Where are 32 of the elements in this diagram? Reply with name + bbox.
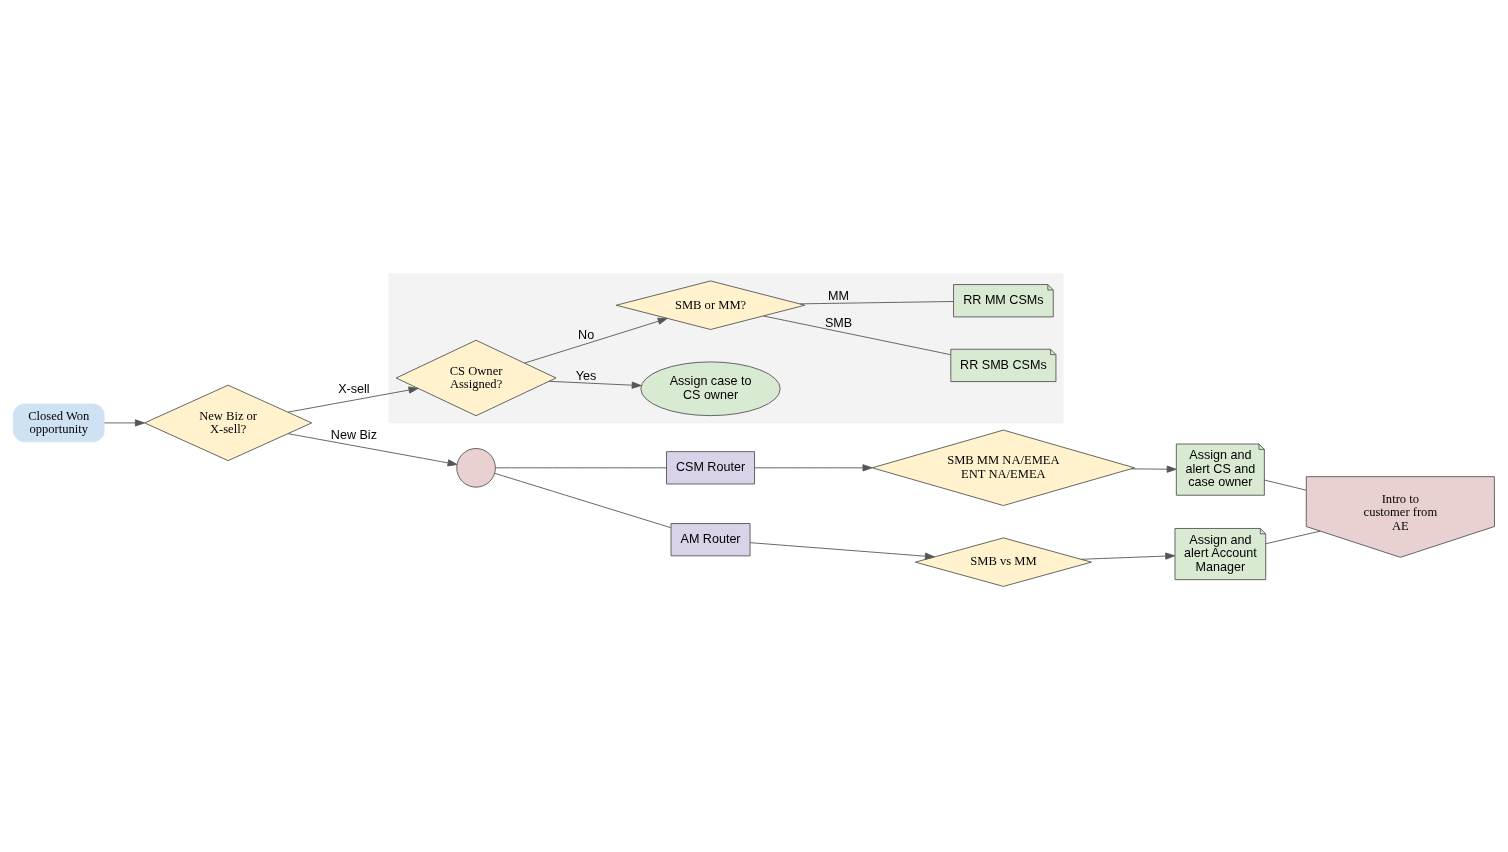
arrow [287,386,419,413]
connector [495,466,667,468]
connector [763,315,952,355]
node-diamond: SMB MM NA/EMEA ENT NA/EMEA [871,429,1135,506]
node-box: Closed Won opportunity [12,403,105,442]
edge-label: X-sell [338,381,370,396]
arrow [104,418,145,426]
connector [799,300,954,304]
arrow [287,432,458,466]
cluster [388,272,1064,423]
node-diamond: SMB or MM? [615,280,806,330]
edge-label: SMB [824,315,853,330]
arrow [1130,465,1177,473]
connector [1263,479,1307,491]
edge-label: MM [828,288,850,303]
node-circle [456,447,496,488]
node-diamond: New Biz or X-sell? [144,384,313,461]
arrow [754,463,873,471]
arrow [524,317,668,364]
connector [1265,530,1321,544]
arrow [749,541,935,560]
node-ellipse: Assign case to CS owner [640,360,781,416]
edge-label: New Biz [330,427,377,442]
edge-label: Yes [575,368,597,383]
node-diamond: CS Owner Assigned? [395,339,557,416]
edge-label: No [578,327,595,342]
node-box: CSM Router [666,450,755,484]
node-diamond: SMB vs MM [914,536,1092,587]
connector [494,472,672,528]
arrow [548,380,642,389]
arrow [1080,552,1176,560]
node-box: AM Router [670,522,751,556]
